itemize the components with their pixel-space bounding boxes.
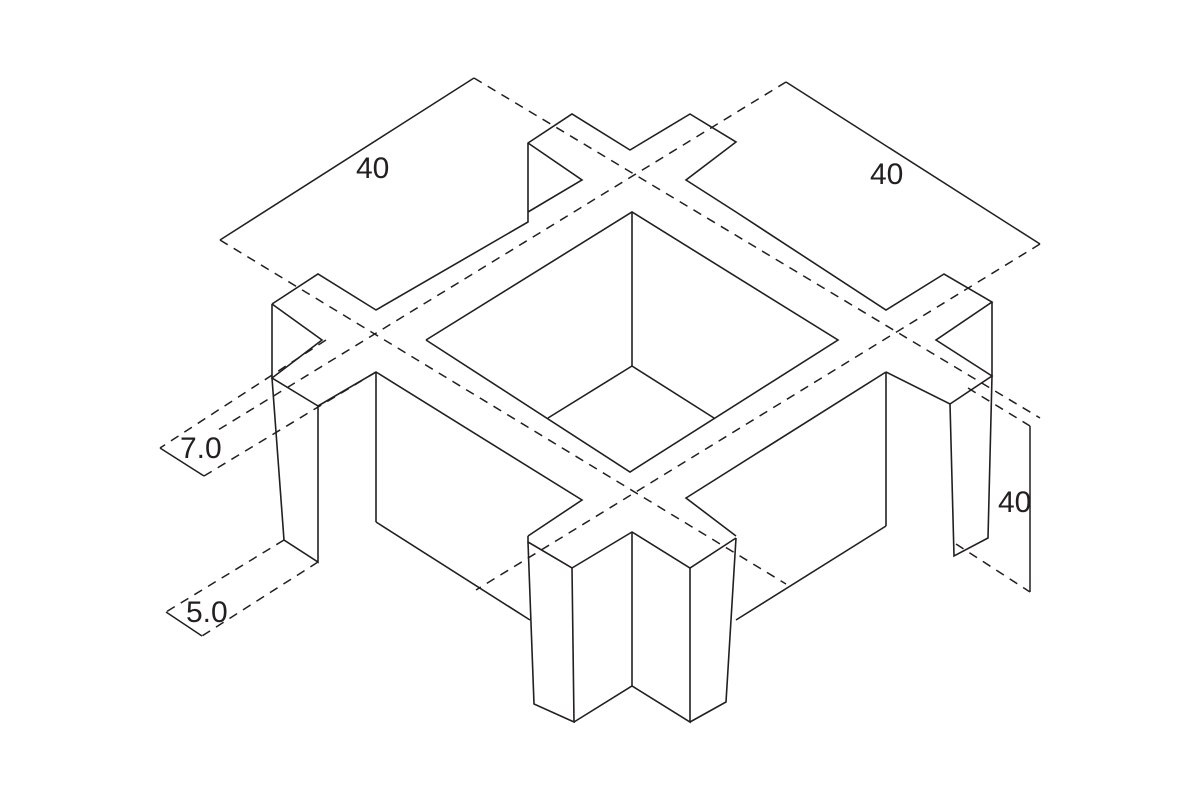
right-post	[949, 375, 993, 558]
dim-line-top-left	[219, 77, 475, 241]
left-wall-bottom	[375, 521, 531, 621]
dim-label-base: 5.0	[186, 596, 228, 629]
front-post-middle	[573, 568, 691, 724]
inner-floor-left	[547, 365, 633, 419]
ext-line-base	[201, 561, 319, 637]
dim-label-height: 40	[998, 486, 1031, 519]
top-outline-left	[270, 303, 324, 407]
right-wall-bottom	[735, 525, 887, 621]
dim-line-top-right	[785, 81, 1041, 245]
inner-opening-top	[425, 211, 840, 473]
front-post-outline	[527, 531, 737, 569]
center-line-a	[473, 77, 1041, 419]
dimension-labels: 40 40 40 7.0 5.0	[180, 152, 1031, 629]
center-line-b	[219, 239, 787, 585]
top-outline-back	[527, 142, 584, 213]
dim-label-rib: 7.0	[180, 432, 222, 465]
inner-floor-right	[631, 365, 715, 419]
left-post	[271, 377, 319, 564]
grating-body	[270, 113, 994, 724]
dim-label-top-left: 40	[356, 152, 389, 185]
ext-line-rib-2	[159, 339, 327, 449]
center-line-d	[475, 243, 1041, 591]
dimension-lines	[159, 77, 1041, 637]
dim-tick-base	[165, 611, 203, 637]
dim-label-top-right: 40	[870, 158, 903, 191]
left-wall-face	[317, 371, 584, 537]
center-line-c	[217, 81, 787, 431]
top-outline	[271, 113, 994, 405]
front-post-right	[689, 537, 737, 723]
ext-line-top	[967, 387, 1031, 427]
right-wall-face	[684, 371, 887, 537]
front-post-left	[527, 541, 575, 724]
ext-line-base-2	[165, 539, 285, 613]
ext-line-rib	[203, 371, 377, 477]
ext-line-bottom	[955, 543, 1031, 593]
dim-tick-rib	[159, 447, 205, 477]
center-lines	[159, 77, 1041, 637]
